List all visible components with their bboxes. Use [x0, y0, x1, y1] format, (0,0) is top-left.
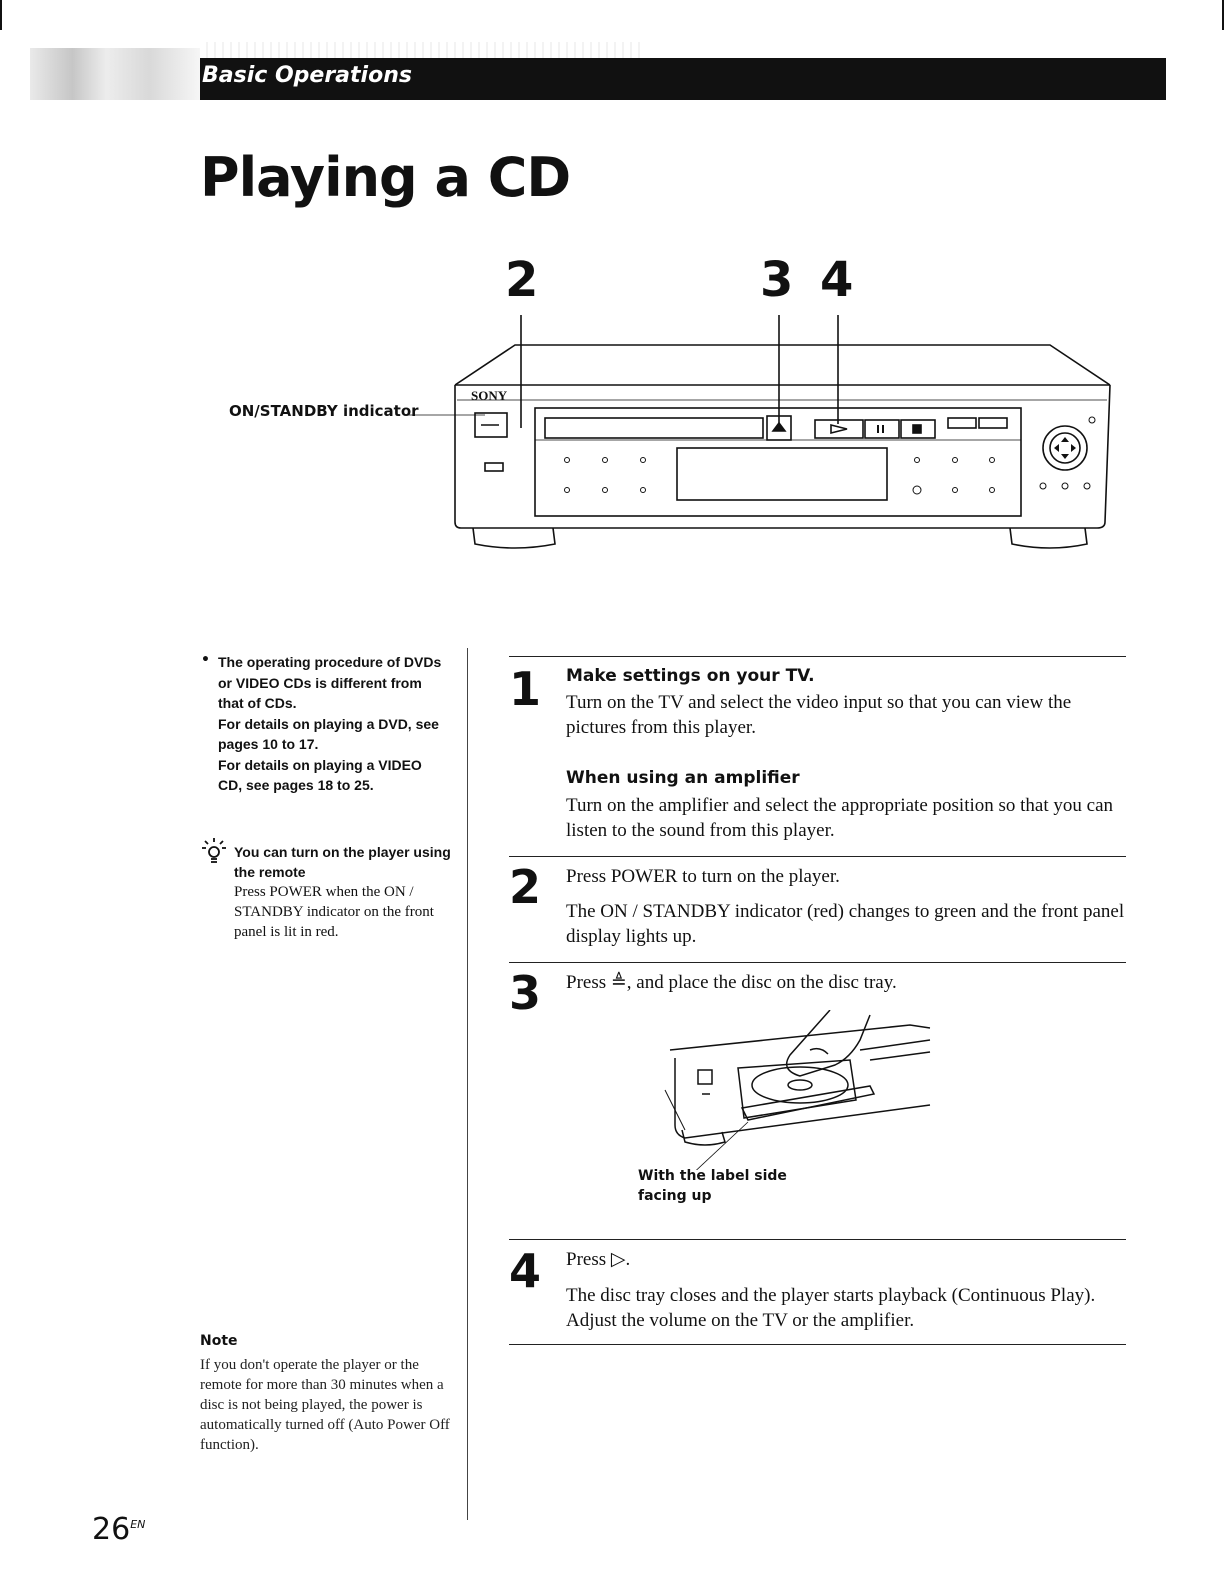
- callout-2: 2: [505, 252, 539, 308]
- step-1-text: Turn on the TV and select the video inpu…: [566, 692, 1072, 738]
- step-1-subheading: When using an amplifier: [566, 768, 800, 788]
- step-1-number: 1: [509, 662, 542, 716]
- tray-caption-line: With the label side: [638, 1168, 787, 1184]
- sidebar-line: CD, see pages 18 to 25.: [218, 777, 374, 793]
- page-number-value: 26: [92, 1512, 131, 1547]
- cd-player-illustration: SONY: [407, 315, 1111, 549]
- crop-mark-left: [0, 0, 2, 30]
- step-divider: [509, 656, 1126, 657]
- sidebar-line: For details on playing a VIDEO: [218, 756, 422, 773]
- sidebar-line: The operating procedure of DVDs: [218, 654, 442, 670]
- tray-caption-line: facing up: [638, 1188, 712, 1204]
- step-divider: [509, 856, 1126, 857]
- sidebar-line: that of CDs.: [218, 695, 297, 711]
- standby-indicator-label: ON/STANDBY indicator: [229, 402, 419, 420]
- step-1-heading: Make settings on your TV.: [566, 666, 815, 686]
- tip-heading: You can turn on the player using the rem…: [234, 844, 451, 880]
- column-divider: [467, 648, 468, 1520]
- step-4-number: 4: [509, 1244, 542, 1298]
- disc-tray-illustration: [664, 1010, 931, 1170]
- tray-caption: With the label side facing up: [638, 1166, 787, 1206]
- page-number-suffix: EN: [130, 1518, 146, 1531]
- note-body: If you don't operate the player or the r…: [200, 1357, 450, 1453]
- sidebar-info: • The operating procedure of DVDs or VID…: [200, 652, 462, 796]
- step-2-text-2: The ON / STANDBY indicator (red) changes…: [566, 901, 1125, 947]
- sidebar-line: For details on playing a DVD, see: [218, 715, 439, 732]
- page-number: 26EN: [92, 1512, 145, 1547]
- step-divider: [509, 962, 1126, 963]
- tip-body: Press POWER when the ON / STANDBY indica…: [234, 884, 434, 940]
- page-title: Playing a CD: [200, 146, 571, 209]
- callout-3: 3: [760, 252, 794, 308]
- header-texture: [200, 42, 640, 58]
- bullet-dot: •: [201, 652, 210, 668]
- section-header-title: Basic Operations: [202, 63, 412, 88]
- step-1-subtext: Turn on the amplifier and select the app…: [566, 795, 1114, 841]
- sidebar-line: or VIDEO CDs is different from: [218, 674, 422, 691]
- crop-mark-right: [1222, 0, 1224, 30]
- step-divider: [509, 1344, 1126, 1345]
- step-3-number: 3: [509, 966, 542, 1020]
- lightbulb-tip-icon: [202, 838, 226, 863]
- brand-logo: SONY: [471, 388, 508, 403]
- header-decoration: [30, 48, 200, 100]
- sidebar-line: pages 10 to 17.: [218, 736, 319, 752]
- step-4-text-2: The disc tray closes and the player star…: [566, 1285, 1096, 1331]
- step-2-text: Press POWER to turn on the player.: [566, 866, 840, 887]
- callout-4: 4: [820, 252, 854, 308]
- sidebar-bullet-block: • The operating procedure of DVDs or VID…: [200, 652, 462, 796]
- step-2-number: 2: [509, 860, 542, 914]
- section-header-bar: [200, 58, 1166, 100]
- note-heading: Note: [200, 1333, 238, 1349]
- step-divider: [509, 1239, 1126, 1240]
- step-4-text: Press ▷.: [566, 1249, 631, 1270]
- step-3-text: Press ≜, and place the disc on the disc …: [566, 972, 897, 993]
